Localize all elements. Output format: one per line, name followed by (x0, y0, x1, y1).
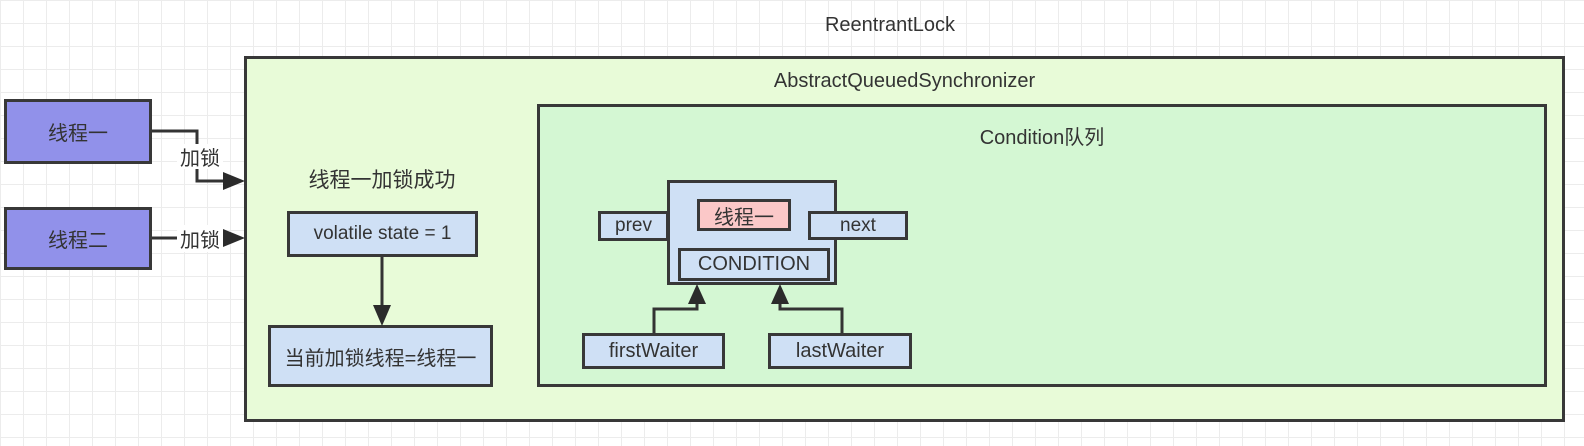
last-waiter-label: lastWaiter (795, 339, 885, 362)
condition-status-box: CONDITION (678, 248, 830, 281)
thread-2-box: 线程二 (4, 207, 152, 270)
diagram-title: ReentrantLock (824, 14, 956, 36)
last-waiter-box: lastWaiter (768, 333, 912, 369)
prev-pointer-label: prev (615, 215, 652, 236)
waiter-node-thread-box: 线程一 (697, 199, 791, 231)
lock-success-caption: 线程一加锁成功 (308, 169, 456, 192)
arrowhead-thread2 (223, 229, 245, 247)
thread-2-label: 线程二 (48, 230, 108, 252)
lock-action-label-1: 加锁 (177, 144, 223, 170)
volatile-state-box: volatile state = 1 (287, 211, 478, 257)
condition-status-label: CONDITION (697, 253, 811, 275)
volatile-state-label: volatile state = 1 (313, 223, 452, 244)
first-waiter-label: firstWaiter (608, 339, 699, 362)
arrowhead-thread1 (223, 172, 245, 190)
lock-action-label-2: 加锁 (177, 225, 223, 252)
lock-owner-label: 当前加锁线程=线程一 (284, 347, 477, 370)
thread-1-box: 线程一 (4, 99, 152, 164)
thread-1-label: 线程一 (48, 123, 108, 145)
first-waiter-box: firstWaiter (582, 333, 725, 369)
lock-owner-box: 当前加锁线程=线程一 (268, 325, 493, 387)
next-pointer-label: next (840, 214, 876, 236)
next-pointer-box: next (808, 211, 908, 240)
condition-queue-label: Condition队列 (979, 127, 1105, 149)
prev-pointer-box: prev (598, 211, 669, 241)
waiter-node-thread-label: 线程一 (714, 206, 774, 229)
aqs-label: AbstractQueuedSynchronizer (773, 70, 1036, 92)
